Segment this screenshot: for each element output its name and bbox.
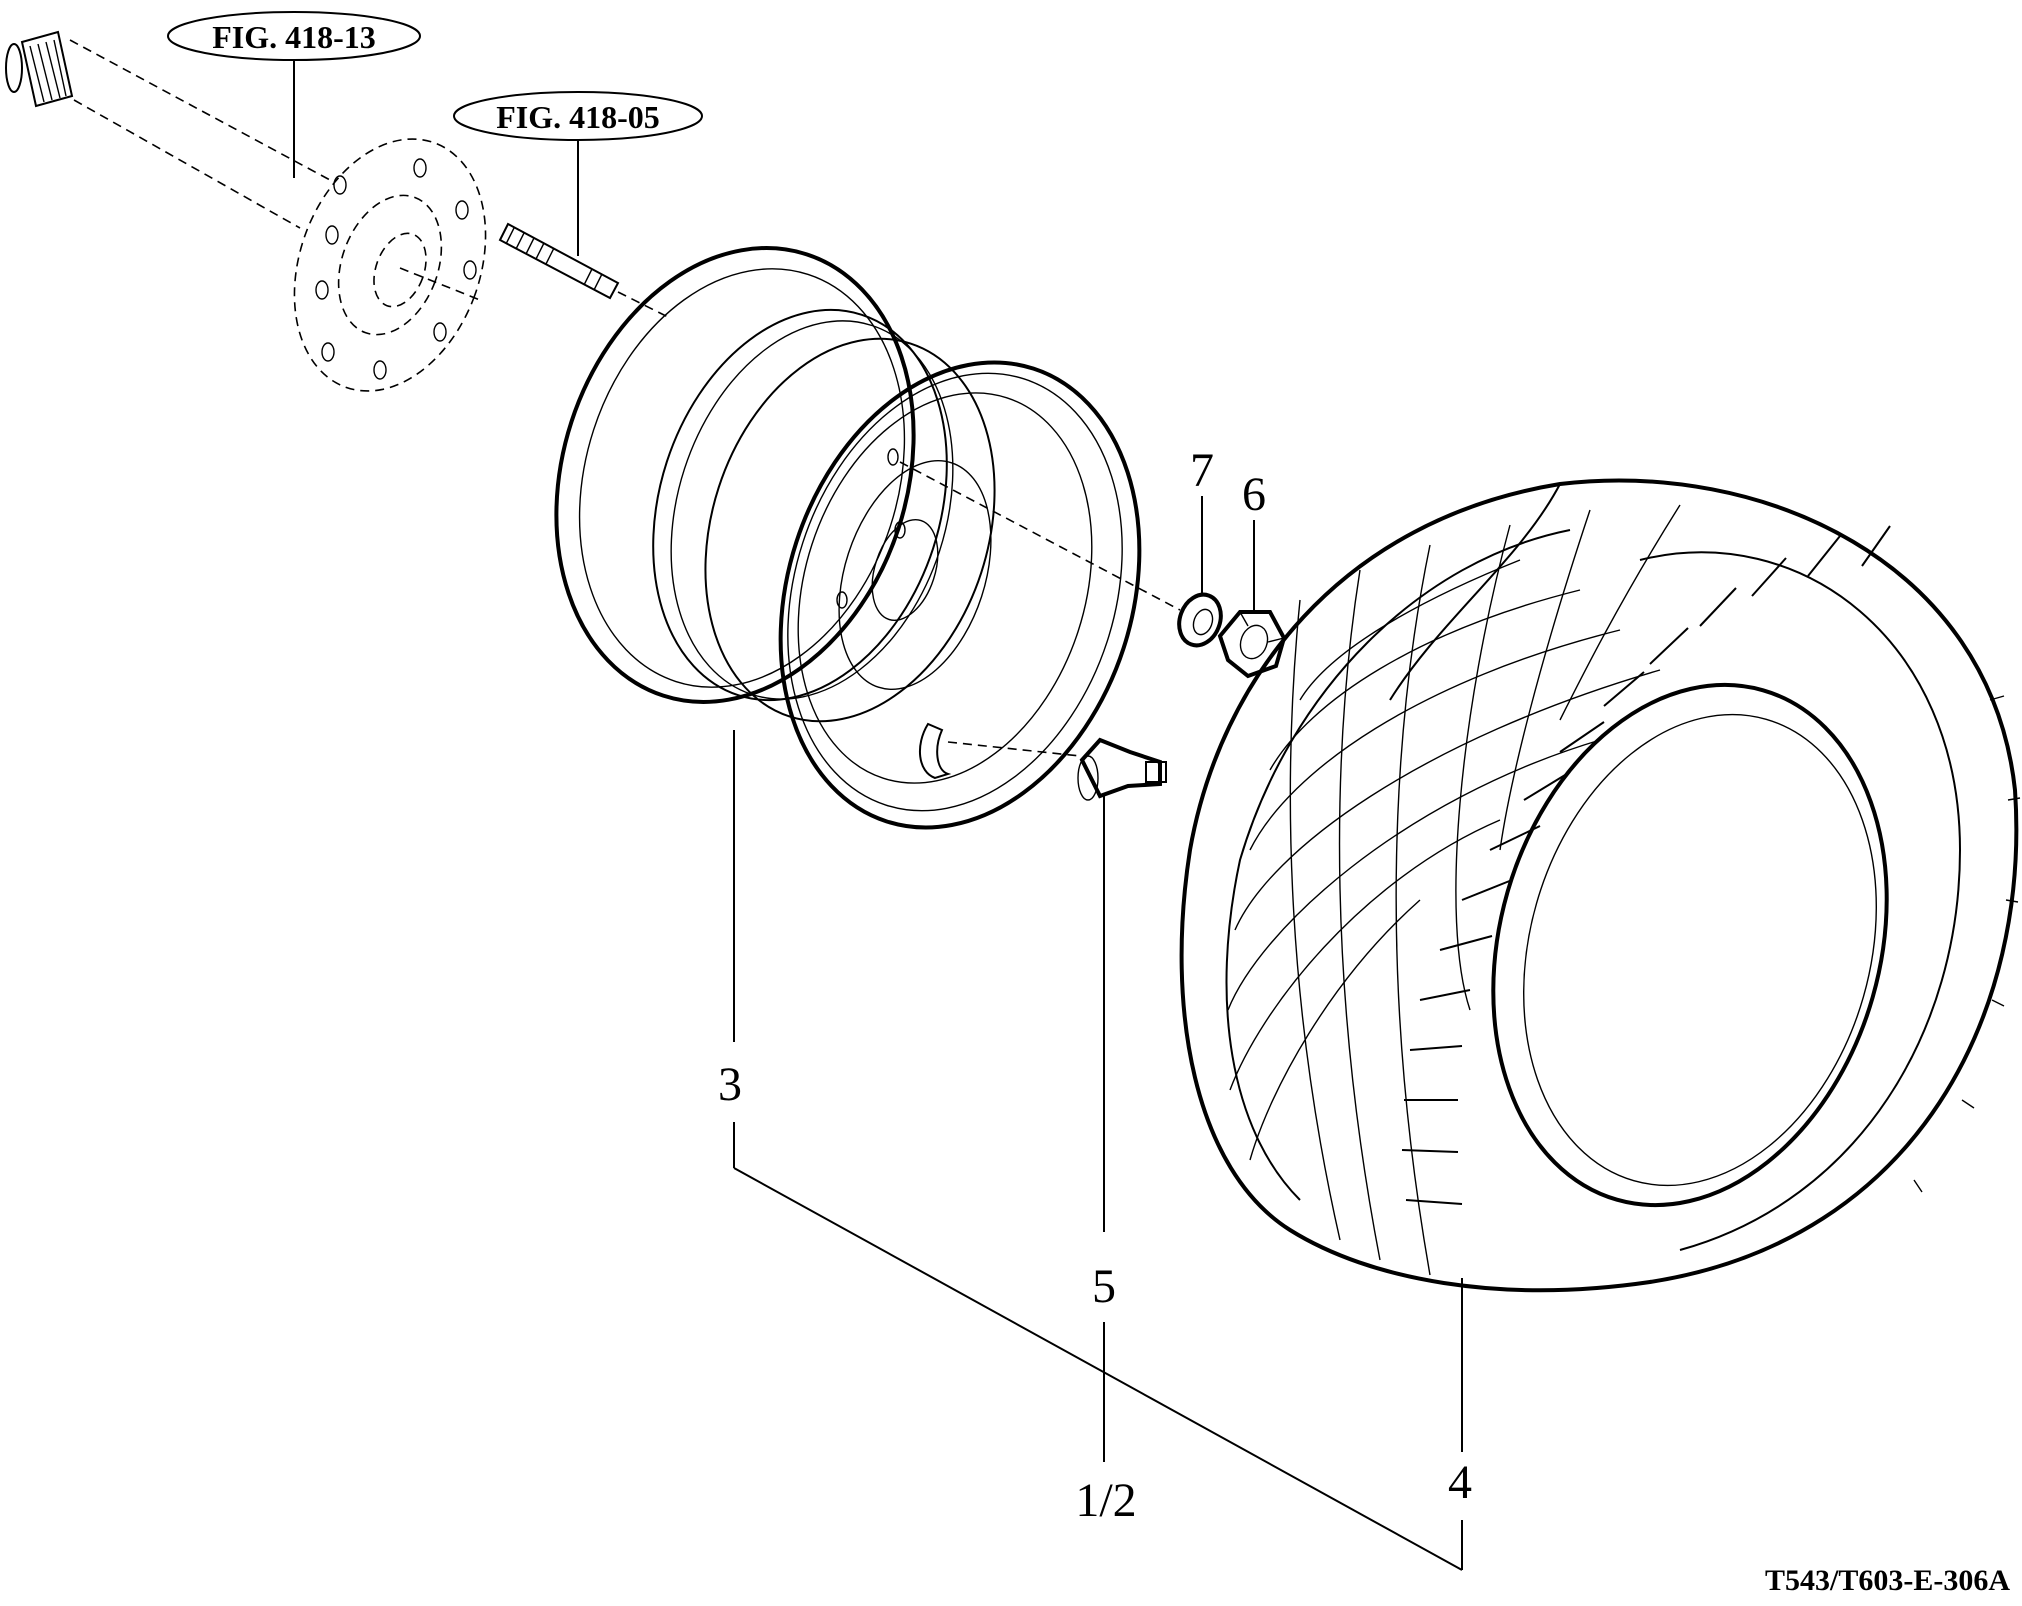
svg-text:1/2: 1/2 xyxy=(1075,1474,1136,1527)
svg-text:3: 3 xyxy=(718,1058,742,1111)
assembly-bracket xyxy=(733,1167,1463,1571)
wheel-stud xyxy=(498,222,671,319)
tire-valve xyxy=(1077,737,1167,801)
svg-text:6: 6 xyxy=(1242,468,1266,521)
svg-text:FIG. 418-13: FIG. 418-13 xyxy=(212,19,376,55)
wheel-nut xyxy=(1217,610,1287,679)
lock-washer xyxy=(1177,592,1223,648)
fig-ref-stud: FIG. 418-05 xyxy=(453,91,703,256)
fig-ref-shaft: FIG. 418-13 xyxy=(167,11,421,178)
callout-tire: 4 xyxy=(1448,1278,1472,1570)
callout-valve: 5 xyxy=(1092,796,1116,1462)
callout-rim: 3 xyxy=(718,730,742,1168)
drawing-code: T543/T603-E-306A xyxy=(1765,1564,2010,1597)
callout-washer: 7 xyxy=(1190,444,1214,594)
callout-nut: 6 xyxy=(1242,468,1266,612)
svg-text:5: 5 xyxy=(1092,1260,1116,1313)
svg-text:4: 4 xyxy=(1448,1456,1472,1509)
svg-text:7: 7 xyxy=(1190,444,1214,497)
wheel-rim xyxy=(554,246,1181,830)
svg-text:FIG. 418-05: FIG. 418-05 xyxy=(496,99,660,135)
callout-assembly: 1/2 xyxy=(1075,1474,1136,1527)
axle-shaft-ghost xyxy=(5,30,487,392)
turf-tire xyxy=(1179,478,2021,1293)
